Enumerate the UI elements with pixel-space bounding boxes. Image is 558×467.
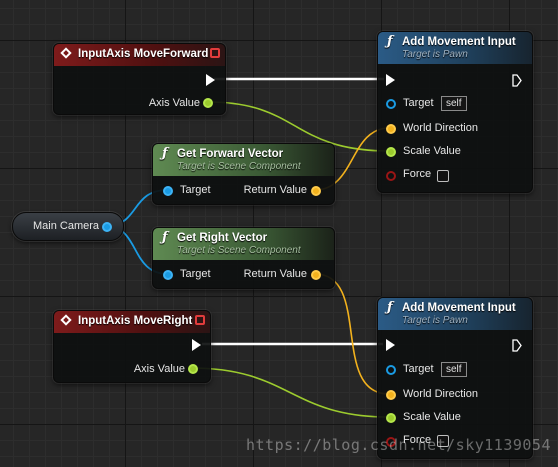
exec-out-pin-icon[interactable]: [512, 339, 522, 352]
force-pin[interactable]: [386, 437, 396, 447]
node-title: Add Movement Input: [402, 302, 516, 314]
scale-value-label: Scale Value: [403, 411, 461, 423]
axis-value-label: Axis Value: [133, 363, 185, 375]
event-node-move-forward[interactable]: InputAxis MoveForward Axis Value: [53, 43, 226, 115]
scale-value-pin[interactable]: [386, 413, 396, 423]
function-icon: ƒ: [162, 230, 168, 245]
target-pin[interactable]: [163, 186, 173, 196]
return-value-label: Return Value: [243, 184, 307, 196]
axis-value-pin[interactable]: [203, 98, 213, 108]
force-checkbox[interactable]: [437, 435, 449, 447]
exec-out-pin[interactable]: [192, 339, 201, 351]
node-title: Get Forward Vector: [177, 148, 284, 160]
force-checkbox[interactable]: [437, 170, 449, 182]
exec-in-pin[interactable]: [386, 74, 395, 86]
function-node-header[interactable]: ƒ Add Movement Input Target is Pawn: [378, 32, 532, 64]
world-direction-label: World Direction: [403, 388, 478, 400]
exec-in-pin[interactable]: [386, 339, 395, 351]
world-direction-pin[interactable]: [386, 390, 396, 400]
force-label: Force: [403, 434, 432, 446]
target-pin[interactable]: [386, 99, 396, 109]
target-pin[interactable]: [386, 365, 396, 375]
scale-value-label: Scale Value: [403, 145, 461, 157]
node-subtitle: Target is Scene Component: [177, 245, 301, 256]
node-subtitle: Target is Pawn: [402, 315, 468, 326]
main-camera-variable-node[interactable]: Main Camera: [12, 212, 124, 241]
target-pin[interactable]: [163, 270, 173, 280]
event-icon: [60, 314, 72, 326]
exec-out-pin-icon[interactable]: [512, 74, 522, 87]
event-node-move-right[interactable]: InputAxis MoveRight Axis Value: [53, 310, 211, 383]
world-direction-pin[interactable]: [386, 124, 396, 134]
target-self-value[interactable]: self: [441, 96, 467, 111]
delegate-pin-icon[interactable]: [210, 48, 220, 58]
target-label: Target: [403, 363, 434, 375]
event-icon: [60, 47, 72, 59]
force-label: Force: [403, 168, 432, 180]
delegate-pin-icon[interactable]: [195, 315, 205, 325]
scale-value-pin[interactable]: [386, 147, 396, 157]
float-wire-forward: [207, 101, 391, 152]
node-subtitle: Target is Pawn: [402, 49, 468, 60]
world-direction-label: World Direction: [403, 122, 478, 134]
node-subtitle: Target is Scene Component: [177, 161, 301, 172]
node-title: Get Right Vector: [177, 232, 268, 244]
pure-function-header[interactable]: ƒ Get Forward Vector Target is Scene Com…: [153, 144, 334, 176]
axis-value-pin[interactable]: [188, 364, 198, 374]
return-value-pin[interactable]: [311, 186, 321, 196]
node-title: Add Movement Input: [402, 36, 516, 48]
get-forward-vector-node[interactable]: ƒ Get Forward Vector Target is Scene Com…: [152, 143, 335, 205]
axis-value-label: Axis Value: [148, 97, 200, 109]
event-node-header[interactable]: InputAxis MoveForward: [54, 44, 225, 66]
exec-out-pin[interactable]: [206, 74, 215, 86]
function-node-header[interactable]: ƒ Add Movement Input Target is Pawn: [378, 298, 532, 330]
force-pin[interactable]: [386, 171, 396, 181]
event-title: InputAxis MoveRight: [78, 315, 193, 327]
camera-output-pin[interactable]: [102, 222, 112, 232]
float-wire-right: [190, 367, 390, 418]
variable-label: Main Camera: [33, 220, 100, 232]
pure-function-header[interactable]: ƒ Get Right Vector Target is Scene Compo…: [153, 228, 334, 260]
return-value-label: Return Value: [243, 268, 307, 280]
function-icon: ƒ: [387, 34, 393, 49]
function-icon: ƒ: [162, 146, 168, 161]
add-movement-input-node[interactable]: ƒ Add Movement Input Target is Pawn Targ…: [377, 297, 533, 459]
target-label: Target: [180, 184, 211, 196]
watermark: https://blog.csdn.net/sky1139054: [246, 436, 551, 454]
event-title: InputAxis MoveForward: [78, 48, 209, 60]
target-label: Target: [403, 97, 434, 109]
add-movement-input-node[interactable]: ƒ Add Movement Input Target is Pawn Targ…: [377, 31, 533, 193]
function-icon: ƒ: [387, 300, 393, 315]
get-right-vector-node[interactable]: ƒ Get Right Vector Target is Scene Compo…: [152, 227, 335, 289]
event-node-header[interactable]: InputAxis MoveRight: [54, 311, 210, 333]
target-label: Target: [180, 268, 211, 280]
target-self-value[interactable]: self: [441, 362, 467, 377]
return-value-pin[interactable]: [311, 270, 321, 280]
